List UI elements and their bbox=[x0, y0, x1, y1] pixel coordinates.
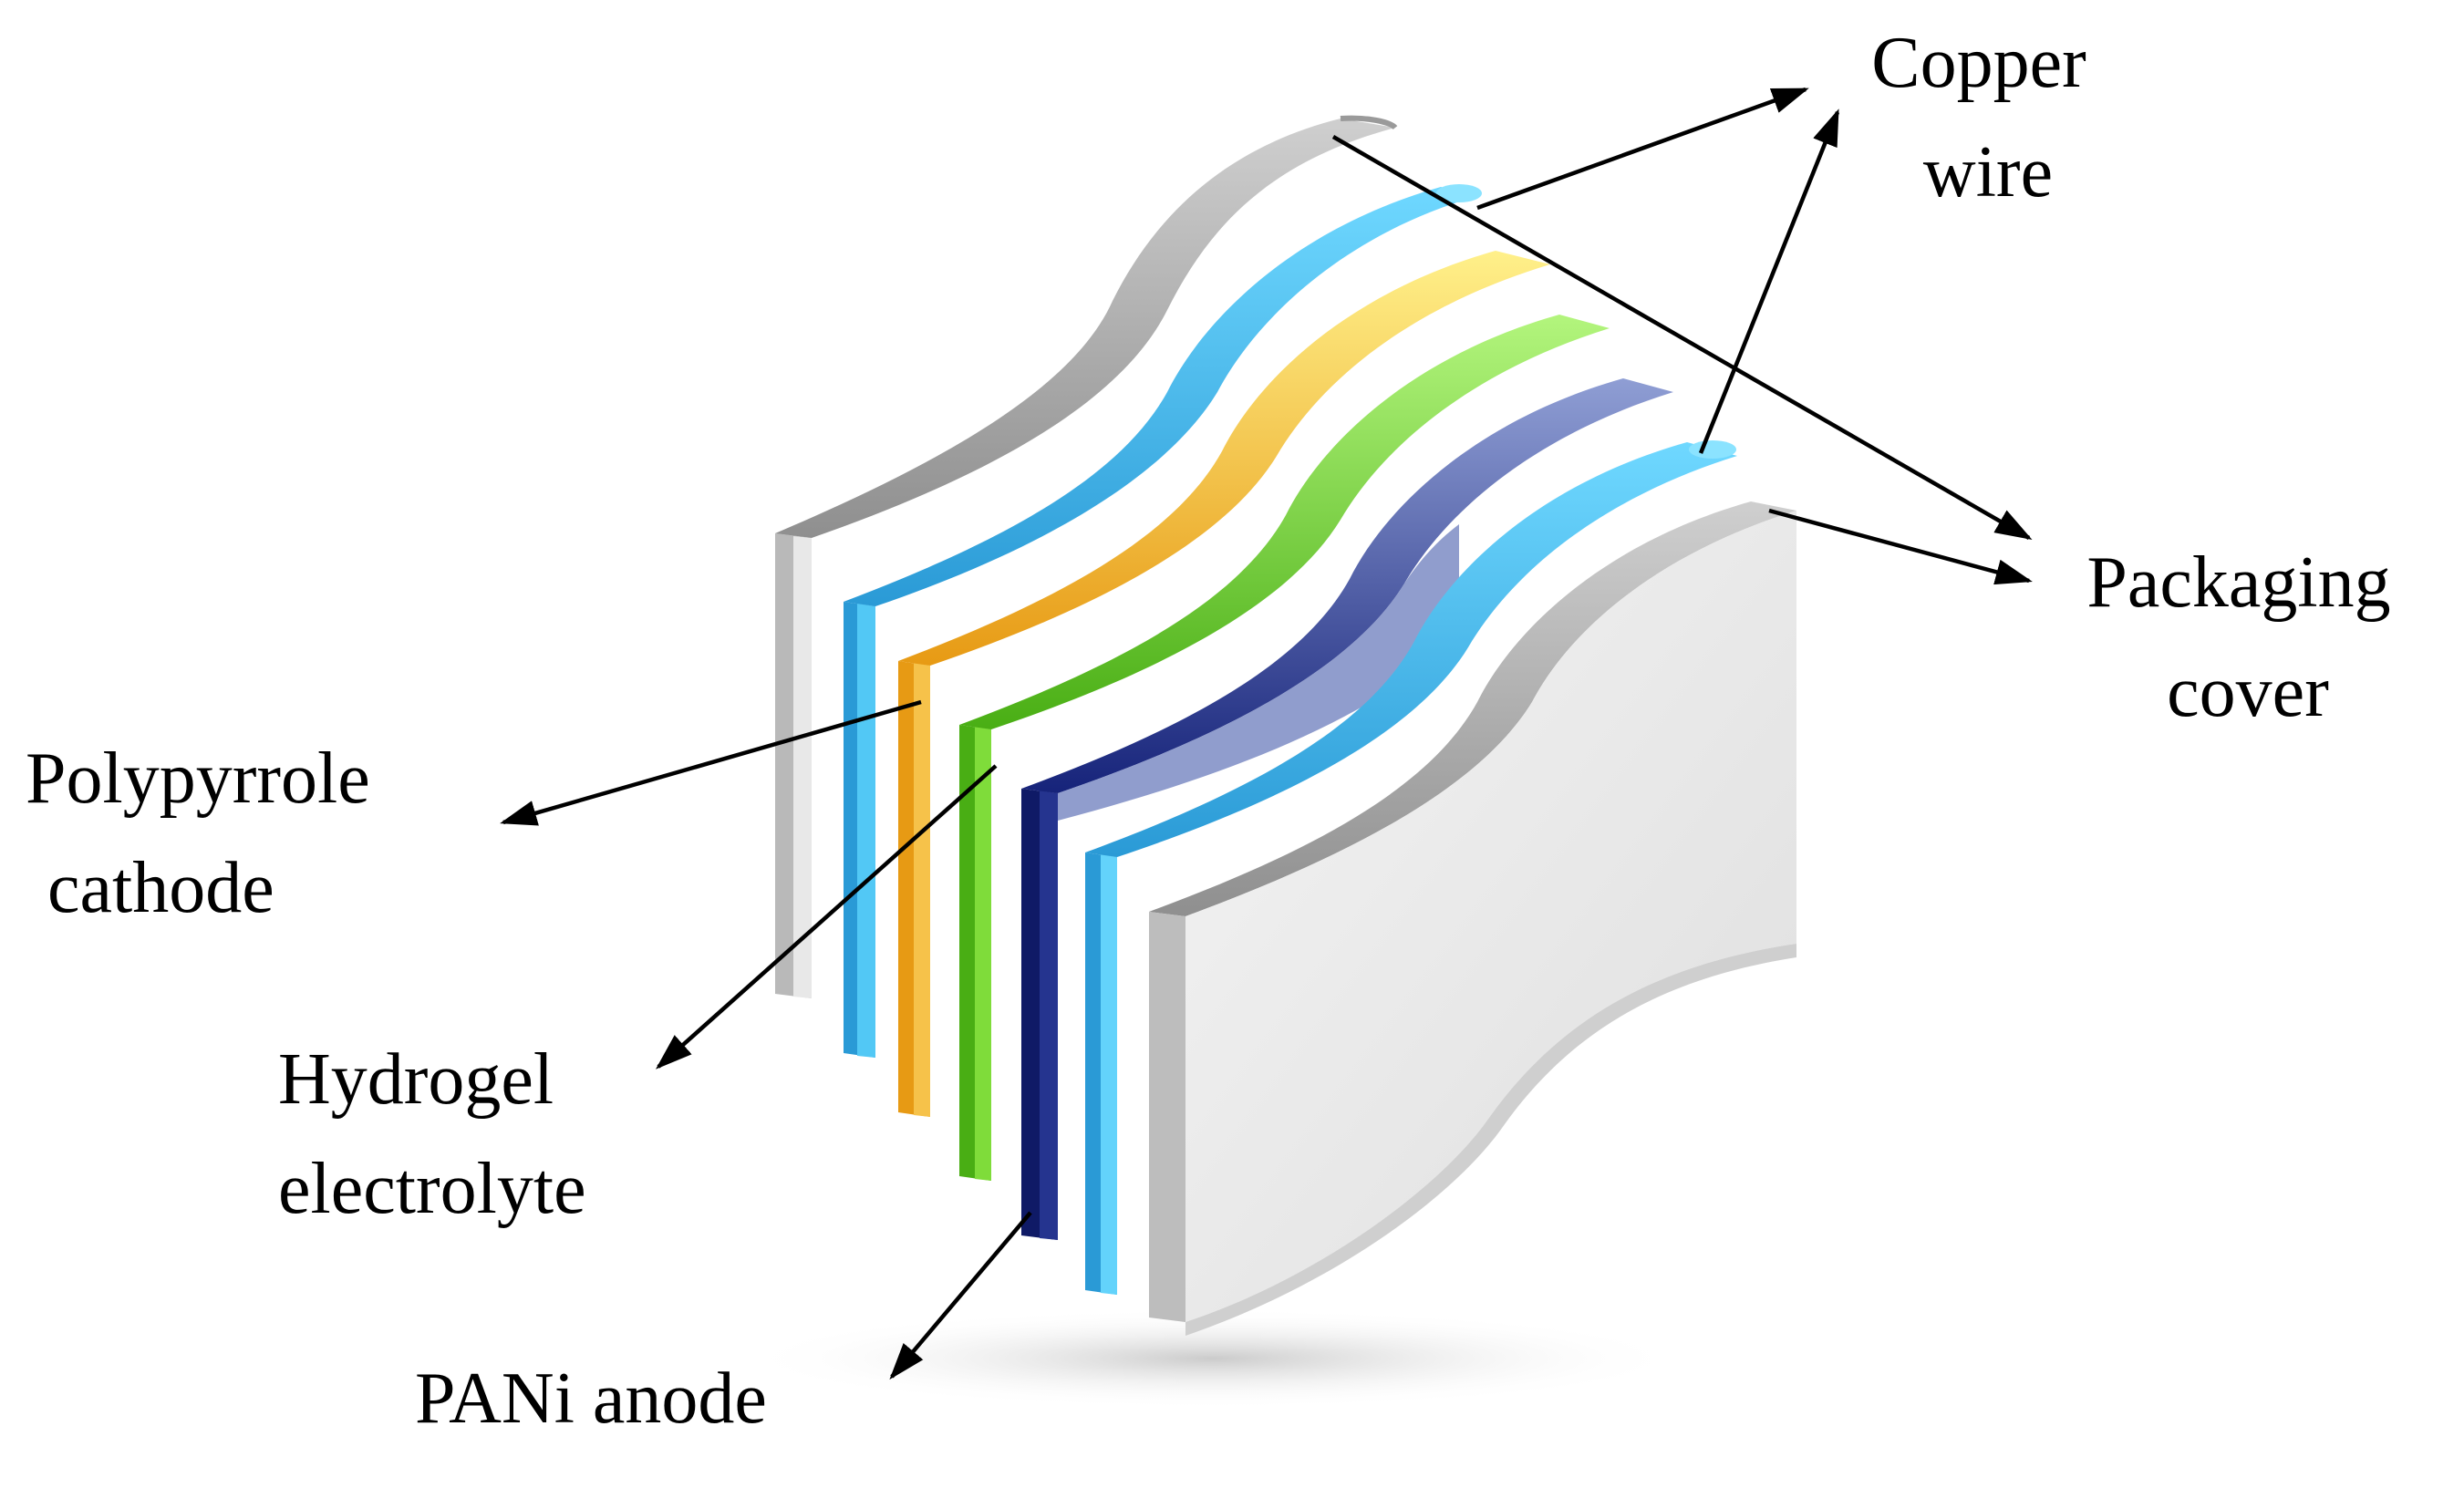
front-copper-wire-layer bbox=[1085, 440, 1737, 1295]
labels: Copper wire Packaging cover Polypyrrole … bbox=[26, 23, 2408, 1439]
packaging-cover-arrow-bottom bbox=[1768, 508, 2033, 585]
packaging-cover-label: Packaging cover bbox=[2086, 542, 2408, 732]
pani-anode-arrow bbox=[889, 1211, 1032, 1380]
polypyrrole-cathode-layer bbox=[898, 251, 1550, 1117]
packaging-cover-arrow-top bbox=[1331, 135, 2033, 541]
copper-wire-arrow-bottom bbox=[1698, 108, 1840, 454]
copper-wire-label: Copper wire bbox=[1871, 23, 2105, 212]
ground-shadow bbox=[739, 1308, 1687, 1409]
hydrogel-electrolyte-label: Hydrogel electrolyte bbox=[278, 1039, 586, 1229]
hydrogel-electrolyte-layer bbox=[959, 315, 1610, 1181]
polypyrrole-cathode-arrow bbox=[500, 699, 922, 826]
copper-wire-arrow-top bbox=[1476, 87, 1809, 211]
pani-anode-label: PANi anode bbox=[415, 1359, 767, 1439]
polypyrrole-cathode-label: Polypyrrole cathode bbox=[26, 739, 388, 928]
hydrogel-electrolyte-arrow bbox=[655, 764, 998, 1070]
front-packaging-cover bbox=[1149, 501, 1796, 1336]
annotation-arrows bbox=[500, 87, 2033, 1380]
pani-anode-layer bbox=[1021, 378, 1673, 1240]
back-packaging-cover bbox=[775, 115, 1398, 998]
